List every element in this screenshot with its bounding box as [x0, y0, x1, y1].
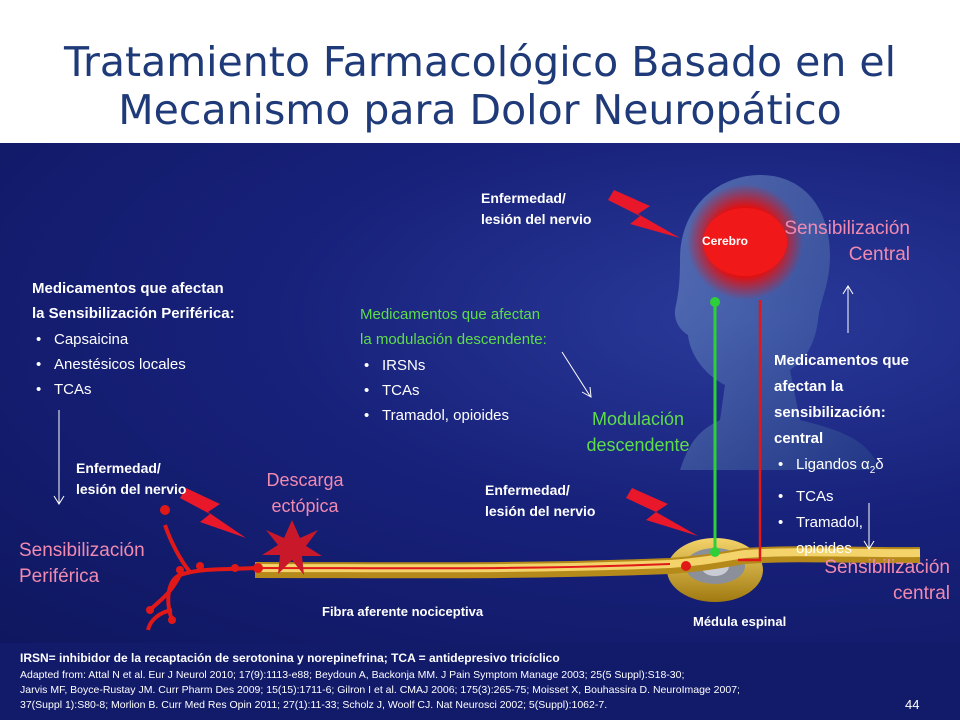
alpha2delta-tail: δ — [875, 456, 884, 473]
lightning-bolt-top-icon — [608, 190, 680, 238]
ectopic-line-1: Descarga — [266, 470, 344, 490]
drug-group-central: Medicamentos que afectan la sensibilizac… — [774, 348, 909, 562]
central-sensitization-bottom-label: Sensibilización central — [790, 555, 950, 607]
alpha2delta-base: Ligandos α — [796, 456, 870, 473]
nerve-endings — [146, 524, 256, 631]
central-heading-line-4: central — [774, 430, 824, 447]
central-sens-bottom-line-2: central — [892, 583, 950, 604]
injury-top-line-1: Enfermedad/ — [481, 190, 566, 206]
reference-line-1: Adapted from: Attal N et al. Eur J Neuro… — [20, 669, 685, 681]
reference-line-3: 37(Suppl 1):S80-8; Morlion B. Curr Med R… — [20, 699, 608, 711]
page-number: 44 — [905, 697, 920, 712]
list-item: TCAs — [360, 378, 547, 403]
list-item: Tramadol, opioides — [360, 403, 547, 428]
central-item-line-2: opioides — [796, 540, 852, 557]
list-item: TCAs — [32, 377, 235, 402]
reference-line-2: Jarvis MF, Boyce-Rustay JM. Curr Pharm D… — [20, 684, 740, 696]
descending-line-1: Modulación — [591, 409, 685, 429]
brain-icon — [703, 208, 787, 276]
injury-mid-line-1: Enfermedad/ — [485, 482, 570, 498]
injury-top-line-2: lesión del nervio — [481, 211, 592, 227]
central-heading-line-3: sensibilización: — [774, 404, 886, 421]
descending-drug-list: IRSNs TCAs Tramadol, opioides — [360, 353, 547, 428]
descending-modulation-label: Modulación descendente — [568, 406, 708, 458]
ascending-pathway — [738, 300, 762, 562]
descending-heading-line-1: Medicamentos que afectan — [360, 306, 541, 323]
abbreviation-note: IRSN= inhibidor de la recaptación de ser… — [20, 651, 560, 665]
title-line-2: Mecanismo para Dolor Neuropático — [118, 86, 842, 134]
central-sens-top-line-1: Sensibilización — [784, 218, 910, 239]
central-heading-line-2: afectan la — [774, 378, 844, 395]
central-sens-top-line-2: Central — [848, 244, 910, 265]
injury-left-line-2: lesión del nervio — [76, 481, 187, 497]
footer-panel — [0, 643, 960, 720]
injury-mid-label: Enfermedad/ lesión del nervio — [485, 480, 595, 522]
injury-left-label: Enfermedad/ lesión del nervio — [76, 458, 186, 500]
descending-heading-line-2: la modulación descendente: — [360, 331, 547, 348]
injury-left-line-1: Enfermedad/ — [76, 460, 161, 476]
arrow-descending — [561, 351, 592, 398]
nerve-ending-dots — [146, 505, 691, 624]
injury-mid-line-2: lesión del nervio — [485, 503, 596, 519]
spinal-cord-label: Médula espinal — [693, 614, 787, 629]
descending-pathway — [710, 297, 720, 557]
central-sensitization-top-label: Sensibilización Central — [760, 216, 910, 268]
brain-label: Cerebro — [702, 234, 749, 248]
lightning-bolt-mid-icon — [626, 488, 698, 536]
list-item: Anestésicos locales — [32, 352, 235, 377]
list-item: TCAs — [774, 484, 909, 510]
lightning-bolt-left-icon — [180, 488, 246, 538]
descending-line-2: descendente — [586, 435, 690, 455]
drug-group-peripheral: Medicamentos que afectan la Sensibilizac… — [32, 276, 235, 402]
peripheral-sens-line-2: Periférica — [19, 566, 100, 587]
fiber-label: Fibra aferente nociceptiva — [322, 604, 484, 619]
central-sens-bottom-line-1: Sensibilización — [824, 557, 950, 578]
peripheral-heading-line-2: la Sensibilización Periférica: — [32, 305, 235, 322]
alpha2delta-sub: 2 — [869, 465, 876, 476]
page-title: Tratamiento Farmacológico Basado en el M… — [0, 38, 960, 134]
ectopic-line-2: ectópica — [271, 496, 339, 516]
drug-group-descending: Medicamentos que afectan la modulación d… — [360, 302, 547, 428]
injury-top-label: Enfermedad/ lesión del nervio — [481, 188, 591, 230]
ectopic-discharge-icon — [262, 520, 322, 575]
list-item: IRSNs — [360, 353, 547, 378]
title-line-1: Tratamiento Farmacológico Basado en el — [64, 38, 896, 86]
peripheral-sensitization-label: Sensibilización Periférica — [19, 538, 145, 590]
list-item: Ligandos α2δ — [774, 452, 909, 484]
peripheral-sens-line-1: Sensibilización — [19, 540, 145, 561]
peripheral-drug-list: Capsaicina Anestésicos locales TCAs — [32, 327, 235, 402]
list-item: Capsaicina — [32, 327, 235, 352]
ectopic-discharge-label: Descarga ectópica — [250, 467, 360, 519]
peripheral-heading-line-1: Medicamentos que afectan — [32, 280, 224, 297]
central-heading-line-1: Medicamentos que — [774, 352, 910, 369]
central-drug-list: Ligandos α2δ TCAs Tramadol, opioides — [774, 452, 909, 562]
arrow-down-left — [53, 410, 65, 505]
central-item-line-1: Tramadol, — [796, 514, 863, 531]
arrow-up-central — [842, 285, 854, 333]
list-item: Tramadol, opioides — [774, 510, 909, 562]
